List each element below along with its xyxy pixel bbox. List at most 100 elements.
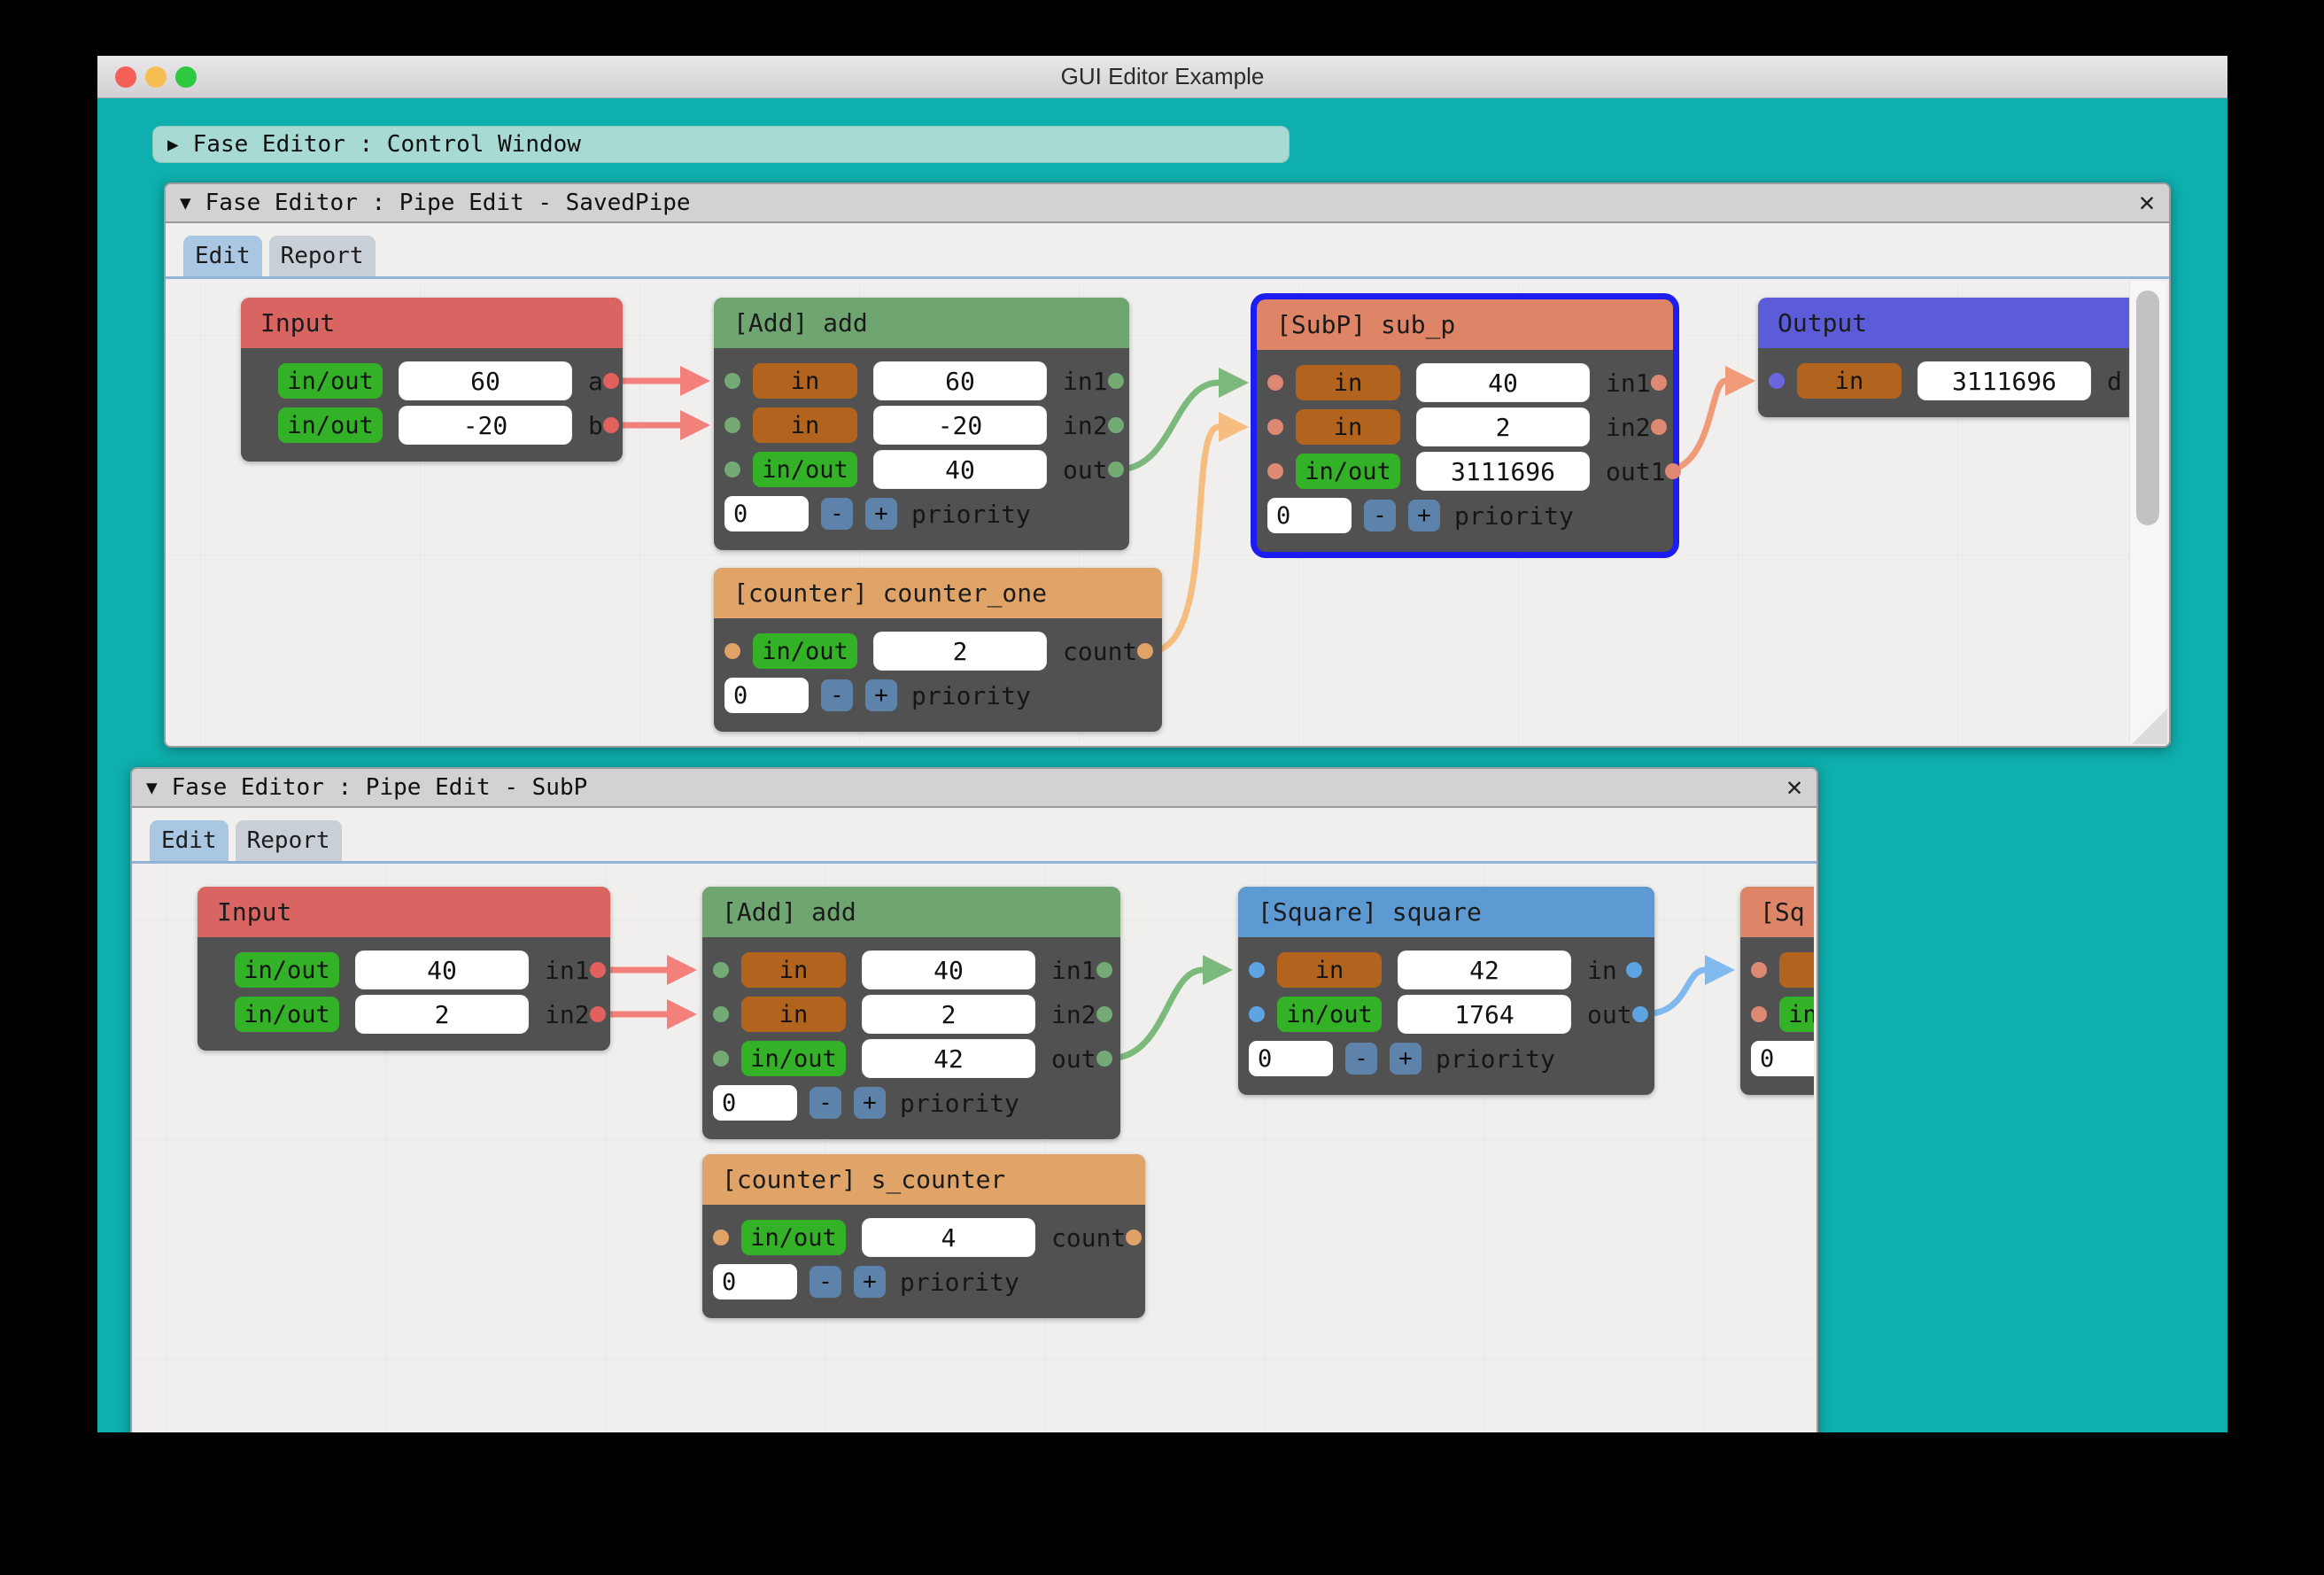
- zoom-traffic-light[interactable]: [175, 66, 197, 88]
- value-input[interactable]: 1764: [1398, 995, 1571, 1034]
- output-port-dot[interactable]: [1650, 375, 1667, 391]
- value-input[interactable]: 2: [873, 632, 1047, 671]
- in-button[interactable]: in: [1296, 365, 1400, 400]
- priority-increment-button[interactable]: +: [865, 498, 897, 530]
- value-input[interactable]: 60: [399, 361, 572, 400]
- node-header[interactable]: Output: [1758, 298, 2130, 348]
- collapse-triangle-icon[interactable]: ▼: [146, 776, 158, 798]
- in-out-button[interactable]: in/out: [753, 452, 857, 487]
- in-out-button[interactable]: in/out: [1296, 454, 1400, 489]
- in-button[interactable]: in: [741, 952, 846, 988]
- node-header[interactable]: [counter] s_counter: [702, 1154, 1145, 1205]
- collapse-triangle-icon[interactable]: ▼: [180, 191, 191, 213]
- output-port-dot[interactable]: [589, 1006, 606, 1022]
- input-port-dot[interactable]: [1267, 375, 1283, 391]
- input-port-dot[interactable]: [724, 643, 740, 659]
- input-port-dot[interactable]: [1769, 373, 1785, 389]
- node-header[interactable]: [Square] square: [1238, 887, 1654, 937]
- input-port-dot[interactable]: [1751, 962, 1767, 978]
- output-port-dot[interactable]: [1126, 1230, 1143, 1245]
- priority-decrement-button[interactable]: -: [821, 679, 853, 711]
- priority-increment-button[interactable]: +: [865, 679, 897, 711]
- control-window-bar[interactable]: ▶ Fase Editor : Control Window: [152, 126, 1290, 163]
- value-input[interactable]: 40: [862, 950, 1035, 989]
- output-port-dot[interactable]: [1631, 1006, 1648, 1022]
- in-out-button[interactable]: in/out: [278, 407, 383, 443]
- value-input[interactable]: 42: [862, 1039, 1035, 1078]
- priority-increment-button[interactable]: +: [1390, 1043, 1422, 1075]
- savedpipe-titlebar[interactable]: ▼ Fase Editor : Pipe Edit - SavedPipe ✕: [166, 184, 2169, 223]
- output-port-dot[interactable]: [1096, 1006, 1112, 1022]
- output-port-dot[interactable]: [1107, 417, 1124, 433]
- output-port-dot[interactable]: [1665, 463, 1682, 479]
- vertical-scrollbar[interactable]: [2129, 282, 2166, 743]
- value-input[interactable]: -20: [873, 406, 1047, 445]
- priority-decrement-button[interactable]: -: [810, 1087, 841, 1119]
- output-port-dot[interactable]: [1107, 462, 1124, 477]
- value-input[interactable]: 40: [355, 950, 529, 989]
- tab-report[interactable]: Report: [235, 820, 342, 861]
- node-header[interactable]: [counter] counter_one: [714, 568, 1162, 618]
- connection-counter-count-to-subp-in2[interactable]: [1147, 423, 1222, 655]
- value-input[interactable]: 3111696: [1416, 452, 1590, 491]
- input-port-dot[interactable]: [713, 962, 729, 978]
- connection-add-out-to-subp-in1[interactable]: [1114, 379, 1222, 473]
- input-port-dot[interactable]: [1751, 1006, 1767, 1022]
- priority-decrement-button[interactable]: -: [1364, 500, 1396, 531]
- output-port-dot[interactable]: [1096, 962, 1112, 978]
- in-out-button[interactable]: in/out: [1779, 997, 1814, 1032]
- output-port-dot[interactable]: [1096, 1051, 1112, 1067]
- value-input[interactable]: 42: [1398, 950, 1571, 989]
- in-out-button[interactable]: in/out: [278, 363, 383, 399]
- priority-input[interactable]: 0: [713, 1085, 797, 1121]
- output-port-dot[interactable]: [1650, 419, 1667, 435]
- close-icon[interactable]: ✕: [2138, 187, 2155, 218]
- priority-increment-button[interactable]: +: [1408, 500, 1440, 531]
- input-port-dot[interactable]: [713, 1230, 729, 1245]
- priority-increment-button[interactable]: +: [854, 1266, 886, 1298]
- in-button[interactable]: in: [753, 407, 857, 443]
- in-button[interactable]: in: [1277, 952, 1382, 988]
- priority-input[interactable]: 0: [724, 496, 809, 531]
- value-input[interactable]: 3111696: [1917, 361, 2091, 400]
- input-port-dot[interactable]: [1267, 463, 1283, 479]
- connection-square-out-to-next-in[interactable]: [1639, 966, 1708, 1018]
- in-out-button[interactable]: in/out: [741, 1041, 846, 1076]
- in-out-button[interactable]: in/out: [1277, 997, 1382, 1032]
- in-button[interactable]: in: [753, 363, 857, 399]
- scrollbar-thumb[interactable]: [2136, 291, 2159, 525]
- in-out-button[interactable]: in/out: [753, 633, 857, 669]
- input-port-dot[interactable]: [724, 417, 740, 433]
- priority-input[interactable]: 0: [713, 1264, 797, 1300]
- in-out-button[interactable]: in/out: [741, 1220, 846, 1255]
- value-input[interactable]: 2: [862, 995, 1035, 1034]
- priority-decrement-button[interactable]: -: [821, 498, 853, 530]
- value-input[interactable]: 2: [355, 995, 529, 1034]
- priority-input[interactable]: 0: [1751, 1041, 1814, 1076]
- input-port-dot[interactable]: [713, 1006, 729, 1022]
- mac-titlebar[interactable]: GUI Editor Example: [97, 56, 2227, 98]
- node-header[interactable]: [Add] add: [714, 298, 1129, 348]
- input-port-dot[interactable]: [1249, 1006, 1265, 1022]
- node-header[interactable]: [Add] add: [702, 887, 1120, 937]
- priority-input[interactable]: 0: [1249, 1041, 1333, 1076]
- minimize-traffic-light[interactable]: [145, 66, 167, 88]
- priority-decrement-button[interactable]: -: [1345, 1043, 1377, 1075]
- close-traffic-light[interactable]: [115, 66, 136, 88]
- in-button[interactable]: in: [1296, 409, 1400, 445]
- priority-input[interactable]: 0: [1267, 498, 1352, 533]
- node-header[interactable]: Input: [241, 298, 623, 348]
- output-port-dot[interactable]: [602, 417, 619, 433]
- subp-titlebar[interactable]: ▼ Fase Editor : Pipe Edit - SubP ✕: [132, 769, 1817, 808]
- output-port-dot[interactable]: [1107, 373, 1124, 389]
